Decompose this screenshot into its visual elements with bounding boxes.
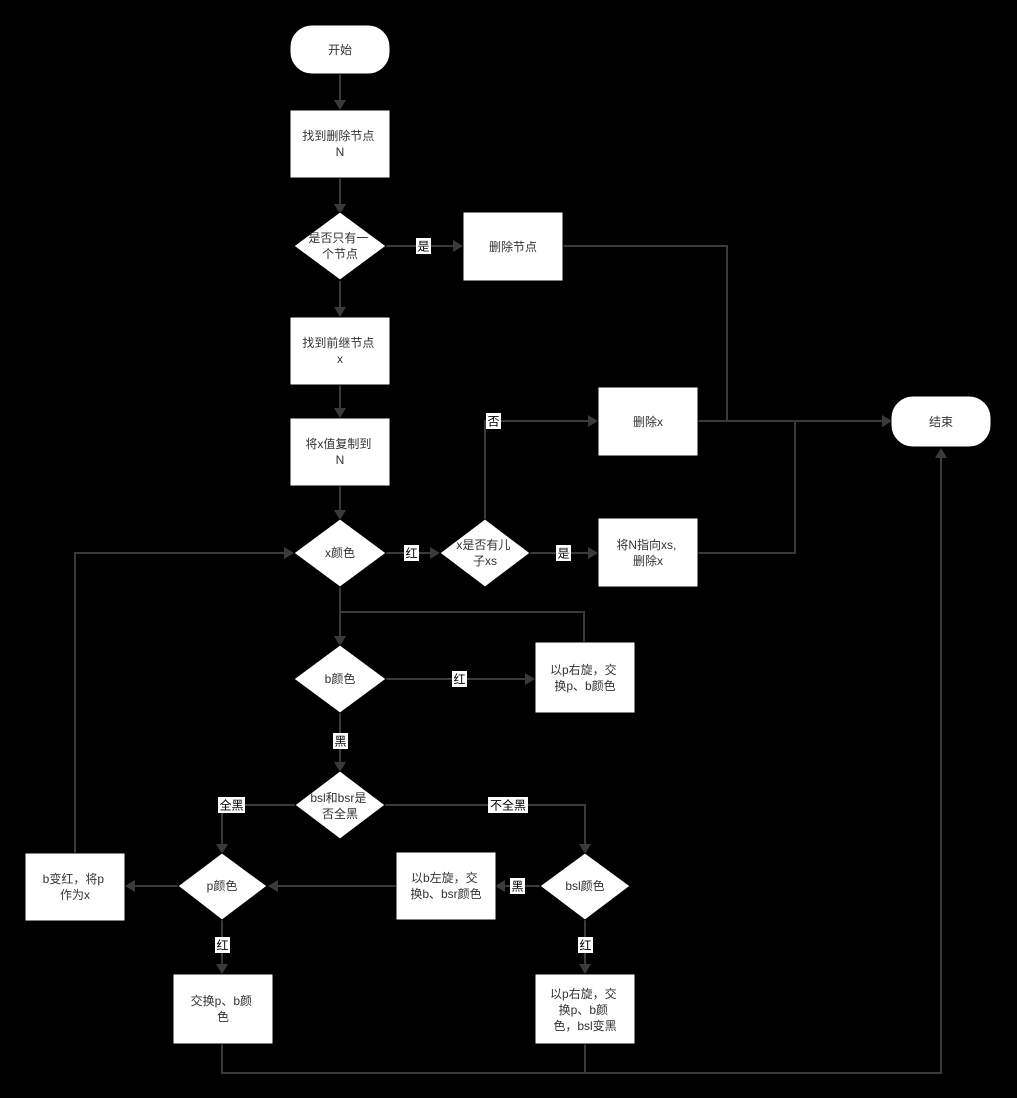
node-delete-node: 删除节点	[462, 211, 564, 282]
edge-label-all-black: 全黑	[218, 797, 245, 813]
node-point-n-xs: 将N指向xs, 删除x	[597, 517, 699, 588]
svg-text:不全黑: 不全黑	[490, 798, 526, 813]
edge-label-yes-1: 是	[416, 238, 431, 254]
node-start: 开始	[289, 24, 391, 75]
svg-text:红: 红	[579, 938, 591, 953]
node-only-one-decision: 是否只有一 个节点	[293, 211, 387, 281]
svg-text:是: 是	[417, 240, 429, 254]
nodes: 开始 找到删除节点 N 是否只有一 个节点 删除节点	[24, 24, 992, 1045]
arrow-head	[882, 415, 892, 427]
node-b-color-decision: b颜色	[293, 644, 387, 714]
node-b-red-p-x-text: b变红，将p 作为x	[43, 871, 108, 902]
arrow-head	[268, 880, 278, 892]
node-find-n-text: 找到删除节点 N	[302, 128, 377, 159]
node-x-color-text: x颜色	[325, 545, 355, 560]
edge-x-has-child-to-delete-x	[484, 420, 588, 519]
node-rotate-right-2: 以p右旋，交 换p、b颜 色，bsl变黑	[534, 973, 636, 1045]
arrow-head	[334, 636, 346, 646]
node-bsl-color-text: bsl颜色	[565, 878, 604, 893]
arrow-head	[334, 510, 346, 520]
node-swap-pb: 交换p、b颜 色	[172, 973, 274, 1045]
arrow-head	[216, 844, 228, 854]
node-bsl-bsr-decision: bsl和bsr是 否全黑	[294, 770, 386, 840]
svg-text:红: 红	[216, 938, 228, 953]
svg-text:红: 红	[405, 546, 417, 561]
node-swap-pb-text: 交换p、b颜 色	[191, 993, 256, 1024]
edge-label-no-1: 否	[486, 413, 501, 429]
arrow-head	[334, 204, 346, 214]
svg-text:黑: 黑	[334, 735, 346, 749]
node-rotate-right-2-text: 以p右旋，交 换p、b颜 色，bsl变黑	[550, 986, 620, 1033]
svg-text:全黑: 全黑	[219, 798, 243, 813]
edge-label-black-2: 黑	[510, 878, 525, 894]
edge-label-red-2: 红	[452, 671, 467, 687]
arrow-head	[579, 964, 591, 974]
arrow-head	[284, 547, 294, 559]
arrow-head	[125, 880, 135, 892]
arrow-head	[579, 844, 591, 854]
arrow-head	[334, 762, 346, 772]
node-rotate-left: 以b左旋，交 换b、bsr颜色	[395, 851, 497, 921]
node-p-color-text: p颜色	[207, 878, 238, 893]
node-only-one-text: 是否只有一 个节点	[308, 231, 371, 261]
edge-b-red-p-x-to-x-color	[74, 552, 284, 853]
node-x-has-child-text: x是否有儿 子xs	[456, 538, 513, 568]
node-rotate-right-1: 以p右旋，交 换p、b颜色	[534, 641, 636, 714]
arrow-head	[334, 100, 346, 110]
node-start-text: 开始	[328, 43, 352, 57]
node-end: 结束	[890, 395, 992, 448]
node-find-pred-text: 找到前继节点 x	[302, 335, 377, 366]
edge-labels: 是 红 否 是 红 黑 全黑 不全黑	[215, 238, 593, 953]
node-point-n-xs-text: 将N指向xs, 删除x	[616, 537, 679, 568]
edge-label-yes-2: 是	[556, 545, 571, 561]
node-p-color-decision: p颜色	[177, 852, 268, 921]
node-x-color-decision: x颜色	[293, 518, 387, 588]
edge-bsl-bsr-to-bsl-color	[385, 804, 586, 844]
edge-label-red-3: 红	[215, 937, 230, 953]
node-find-pred: 找到前继节点 x	[289, 316, 391, 386]
node-bsl-color-decision: bsl颜色	[539, 852, 631, 921]
edge-label-black-1: 黑	[333, 733, 348, 749]
svg-text:黑: 黑	[511, 880, 523, 894]
node-rotate-right-1-text: 以p右旋，交 换p、b颜色	[550, 662, 620, 693]
edge-rotate-right-1-back	[340, 611, 585, 642]
node-delete-node-text: 删除节点	[489, 239, 537, 254]
node-bsl-bsr-text: bsl和bsr是 否全黑	[310, 791, 369, 821]
edge-swap-pb-to-end	[221, 458, 942, 1074]
arrow-head	[525, 673, 535, 685]
arrow-head	[495, 880, 505, 892]
node-copy-x: 将x值复制到 N	[289, 417, 391, 487]
arrow-head	[334, 307, 346, 317]
arrow-head	[334, 408, 346, 418]
arrow-head	[430, 547, 440, 559]
svg-text:是: 是	[557, 547, 569, 561]
svg-text:否: 否	[487, 415, 499, 429]
arrow-head	[935, 448, 947, 458]
edge-label-red-4: 红	[578, 937, 593, 953]
edge-label-red-1: 红	[404, 545, 419, 561]
arrow-head	[216, 964, 228, 974]
node-copy-x-text: 将x值复制到 N	[305, 436, 374, 467]
node-delete-x: 删除x	[597, 386, 699, 457]
arrow-head	[588, 547, 598, 559]
svg-text:红: 红	[453, 672, 465, 687]
node-b-color-text: b颜色	[325, 671, 356, 686]
edge-delete-node-to-merge	[563, 245, 728, 421]
edge-point-n-xs-to-merge	[698, 421, 796, 554]
node-b-red-p-x: b变红，将p 作为x	[24, 852, 126, 922]
arrow-head	[453, 240, 463, 252]
node-delete-x-text: 删除x	[633, 414, 663, 429]
arrow-head	[588, 415, 598, 427]
node-end-text: 结束	[929, 415, 953, 429]
node-x-has-child-decision: x是否有儿 子xs	[439, 518, 531, 588]
node-find-n: 找到删除节点 N	[289, 109, 391, 179]
node-rotate-left-text: 以b左旋，交 换b、bsr颜色	[410, 870, 481, 901]
edge-label-not-all-black: 不全黑	[488, 797, 528, 813]
